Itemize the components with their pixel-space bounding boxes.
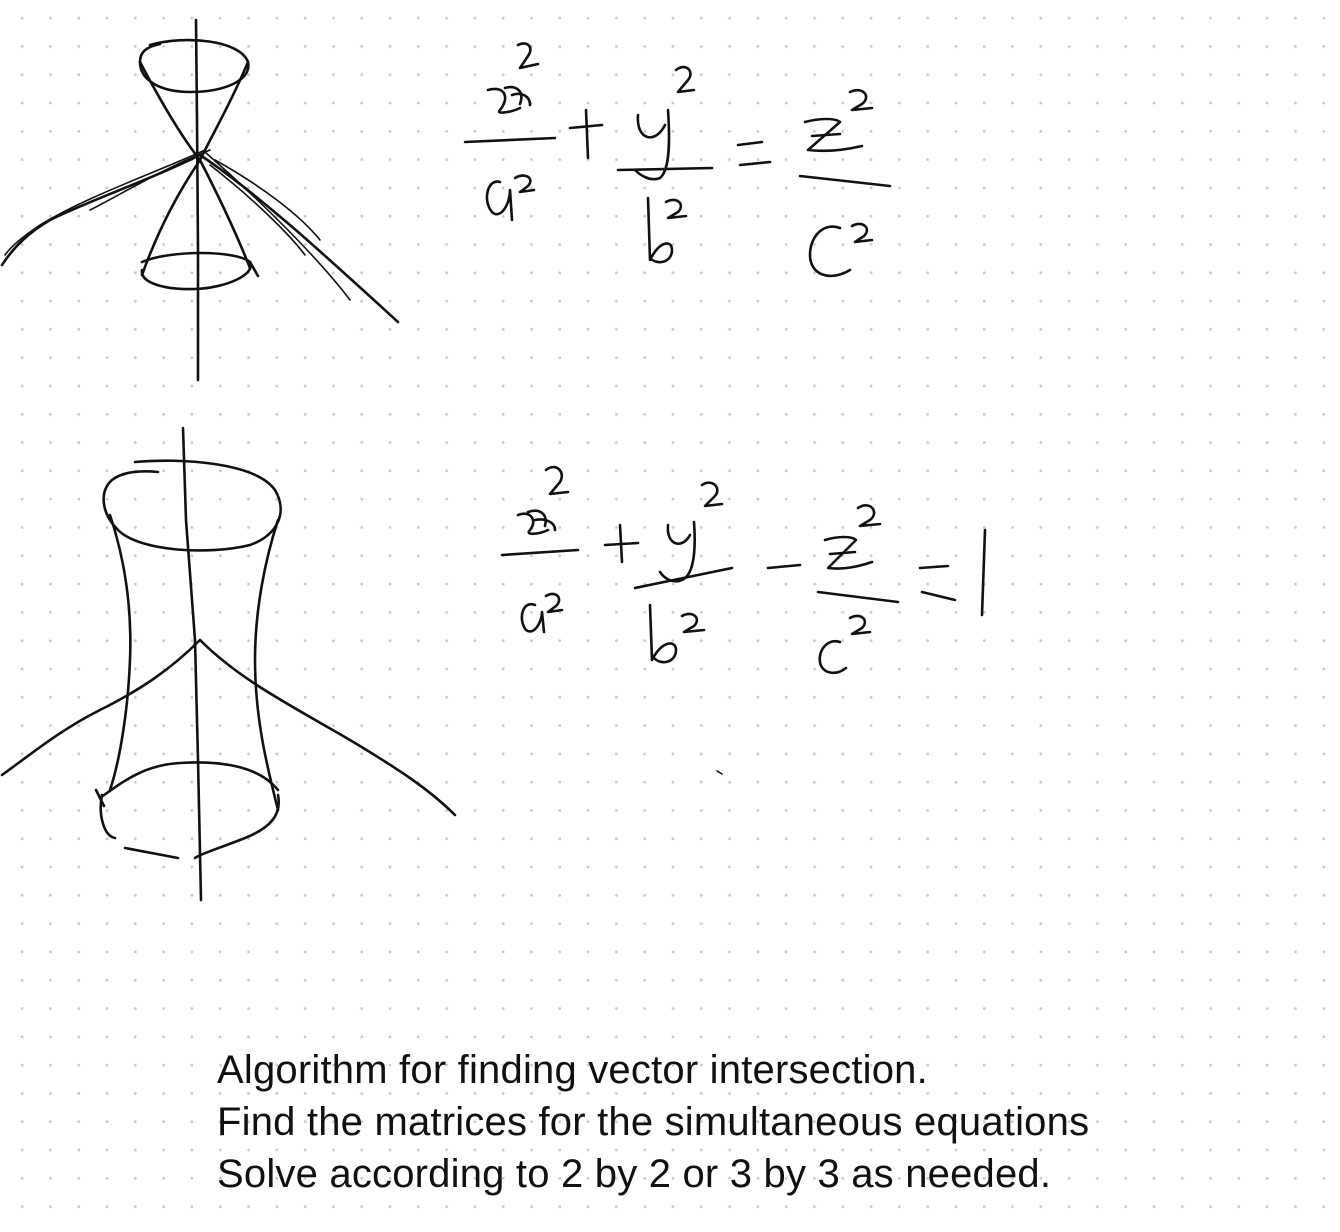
eq2-a-exponent (544, 592, 564, 614)
hyperboloid-right-generator (198, 638, 457, 817)
hyperboloid-bottom-rim-dash (123, 846, 180, 860)
cone-equation (463, 42, 892, 278)
eq1-b-exponent (664, 198, 688, 220)
eq2-fraction-bar-2 (633, 566, 734, 590)
eq1-x (486, 85, 532, 114)
double-cone-sketch (0, 18, 400, 382)
eq2-fraction-bar-3 (816, 590, 900, 604)
eq1-fraction-bar-1 (463, 136, 557, 144)
hyperboloid-top-rim (102, 459, 282, 552)
eq2-plus (603, 523, 640, 564)
cone-right-ray (198, 153, 400, 324)
eq2-one (980, 528, 987, 617)
hyperboloid-equation (500, 465, 987, 675)
cone-bottom-rim (140, 251, 252, 291)
cone-top-rim (138, 38, 250, 94)
cone-right-ray-4 (209, 164, 306, 256)
eq1-z-exponent (848, 88, 874, 112)
cone-upper-left-side (138, 60, 202, 162)
note-line-1: Algorithm for finding vector intersectio… (217, 1048, 928, 1092)
hyperboloid-right-side (253, 518, 280, 812)
stray-ink-dot (716, 770, 723, 775)
eq2-minus (766, 563, 802, 570)
cone-left-ray-3 (89, 149, 211, 211)
cone-upper-right-side (198, 60, 250, 162)
eq2-x-exponent (544, 465, 570, 496)
eq2-equals (918, 564, 957, 602)
eq1-fraction-bar-3 (798, 174, 892, 188)
eq1-c-exponent (850, 222, 874, 244)
hyperboloid-bottom-rim-back (98, 761, 280, 800)
hyperboloid-sketch (0, 426, 457, 902)
eq1-b (646, 196, 674, 264)
eq2-z (823, 535, 874, 570)
eq2-b (648, 603, 678, 664)
eq1-c (808, 225, 852, 278)
eq2-a (520, 602, 546, 634)
cone-left-ray-2 (4, 149, 206, 256)
eq2-x (516, 509, 557, 536)
hyperboloid-left-side (108, 513, 132, 792)
eq1-equals (736, 140, 772, 167)
eq2-fraction-bar-1 (500, 548, 580, 557)
eq2-y-exponent (700, 481, 724, 508)
eq2-c-exponent (848, 614, 872, 636)
eq1-y-exponent (674, 65, 696, 94)
eq1-x-exponent (516, 42, 540, 70)
hyperboloid-axis (181, 426, 203, 902)
hyperboloid-left-generator (0, 638, 202, 777)
eq1-y (633, 108, 671, 181)
eq1-z (803, 117, 864, 153)
eq1-fraction-bar-2 (616, 166, 714, 172)
hyperboloid-bottom-rim-corner (94, 788, 106, 808)
eq2-z-exponent (856, 504, 882, 528)
eq2-y (658, 520, 696, 583)
note-line-3: Solve according to 2 by 2 or 3 by 3 as n… (217, 1152, 1052, 1196)
handwriting-canvas (0, 18, 987, 902)
eq1-a-exponent (513, 174, 536, 194)
note-line-2: Find the matrices for the simultaneous e… (217, 1100, 1090, 1144)
typed-note: Algorithm for finding vector intersectio… (217, 1044, 1317, 1200)
cone-lower-right-side (198, 158, 252, 270)
cone-axis (194, 18, 200, 382)
eq2-b-exponent (680, 612, 706, 634)
eq1-a (485, 180, 514, 222)
cone-right-ray-3 (214, 159, 321, 241)
eq2-c (818, 639, 848, 675)
cone-right-ray-2 (204, 151, 351, 301)
eq1-plus (568, 108, 604, 160)
cone-bottom-rim-tick (248, 260, 260, 278)
